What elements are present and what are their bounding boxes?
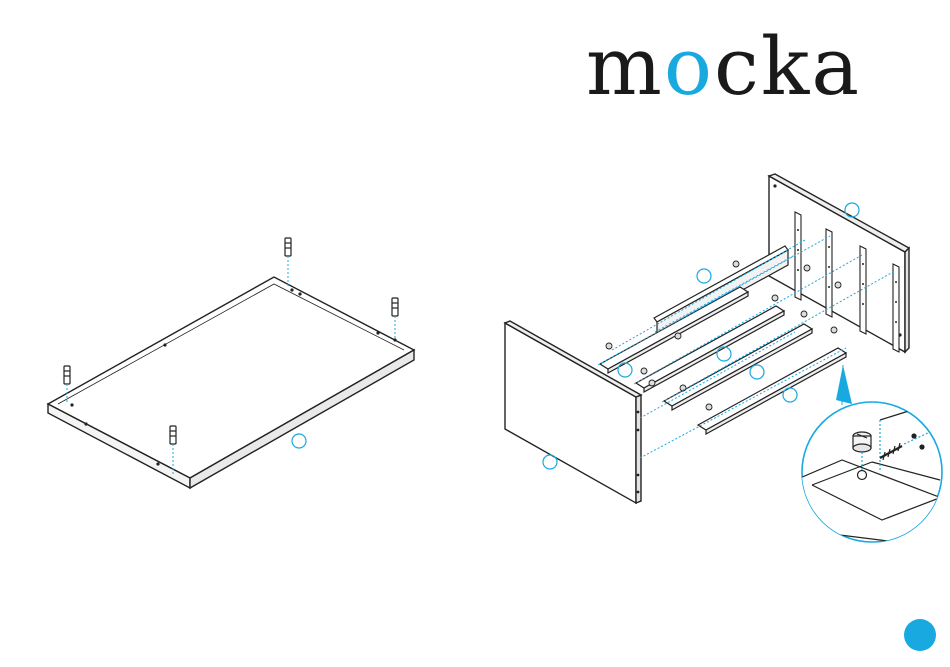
callout-side-panel <box>543 455 557 469</box>
callout-rail-2 <box>717 347 731 361</box>
callout-rail-3 <box>750 365 764 379</box>
dowel-icon <box>285 238 291 256</box>
end-panel <box>769 174 909 352</box>
dowel-icon <box>64 366 70 384</box>
callout-rail-4 <box>783 388 797 402</box>
callout-top-rail <box>697 269 711 283</box>
callout-end-panel <box>845 203 859 217</box>
dowel-icon <box>170 426 176 444</box>
cam-lock-icon <box>853 432 871 452</box>
base-panel <box>48 277 414 488</box>
cam-lock-detail <box>800 395 950 550</box>
detail-pointer <box>836 365 852 404</box>
side-panel <box>505 321 641 503</box>
cross-rail <box>600 287 748 373</box>
dowel-icon <box>392 298 398 316</box>
callout-rail-1 <box>618 363 632 377</box>
callout-base-panel <box>292 434 306 448</box>
page-indicator-dot <box>904 619 936 651</box>
